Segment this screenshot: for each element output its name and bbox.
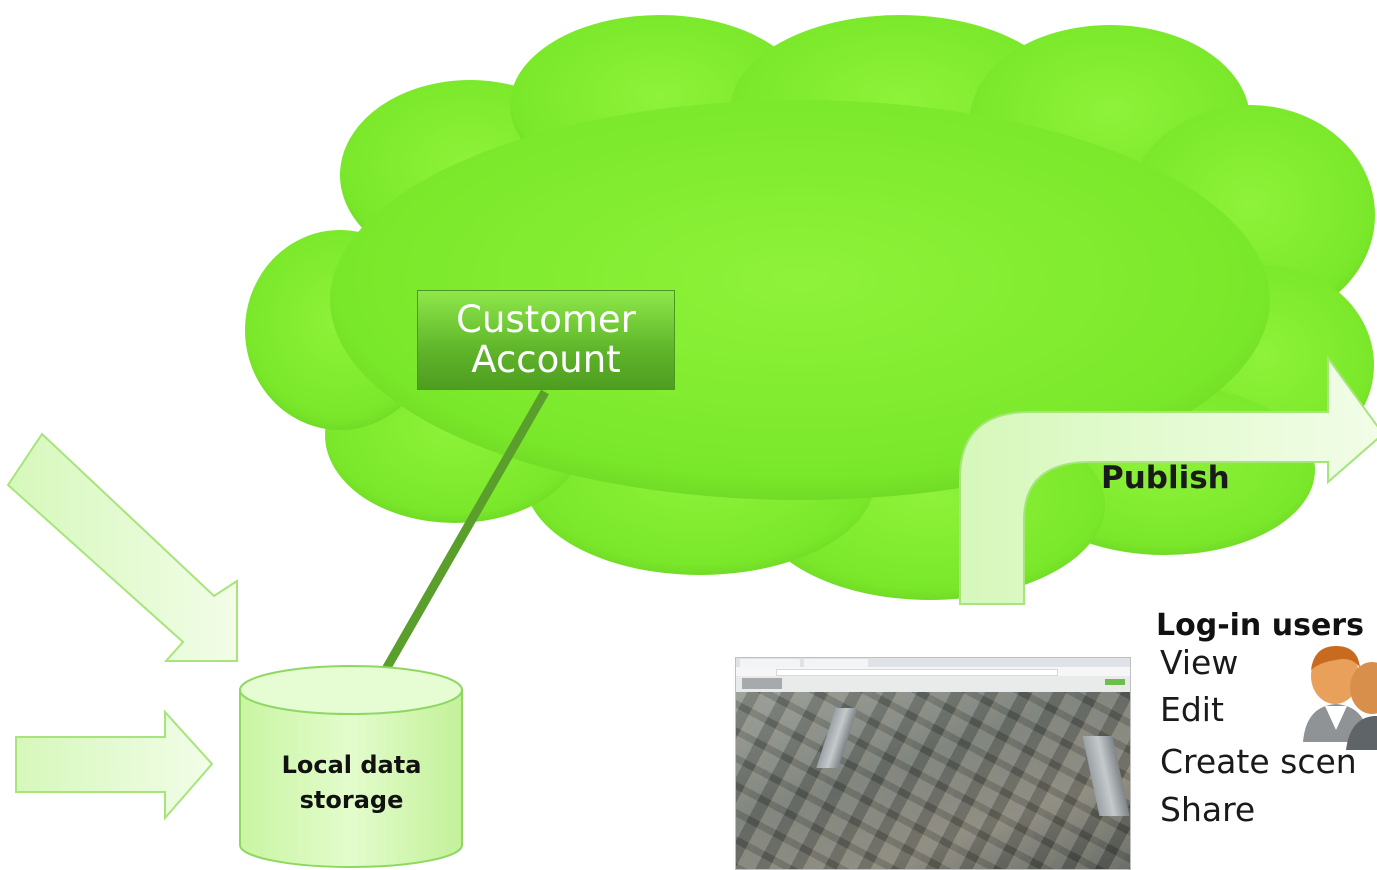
browser-url-field bbox=[776, 669, 1058, 676]
storage-label-line1: Local data bbox=[281, 751, 422, 779]
customer-account-line1: Customer bbox=[456, 298, 636, 342]
horizontal-input-arrow bbox=[15, 709, 214, 821]
viewer-header bbox=[736, 676, 1130, 692]
browser-tab bbox=[740, 659, 800, 667]
connector-line bbox=[374, 389, 549, 686]
browser-tab bbox=[804, 659, 868, 667]
city-3d-view bbox=[736, 692, 1130, 869]
browser-tab-bar bbox=[736, 658, 1130, 667]
local-data-storage-label: Local data storage bbox=[245, 748, 458, 818]
storage-label-line2: storage bbox=[299, 785, 404, 814]
publish-label: Publish bbox=[1101, 460, 1230, 496]
permission-edit: Edit bbox=[1160, 690, 1224, 729]
cloud-shape bbox=[245, 15, 1375, 600]
storage-cylinder bbox=[239, 665, 463, 868]
permission-share: Share bbox=[1160, 790, 1256, 829]
publish-arrow bbox=[959, 354, 1377, 605]
permission-create-scenario: Create scen bbox=[1160, 742, 1357, 781]
permission-view: View bbox=[1160, 643, 1239, 682]
customer-account-box[interactable]: Customer Account bbox=[417, 290, 675, 390]
viewer-action-button bbox=[1105, 679, 1125, 685]
diagonal-input-arrow bbox=[6, 432, 238, 662]
log-in-users-heading: Log-in users bbox=[1156, 608, 1364, 643]
city-viewer-screenshot bbox=[735, 657, 1131, 870]
users-icon bbox=[1303, 646, 1377, 750]
customer-account-line2: Account bbox=[471, 338, 621, 381]
viewer-logo bbox=[742, 678, 782, 689]
